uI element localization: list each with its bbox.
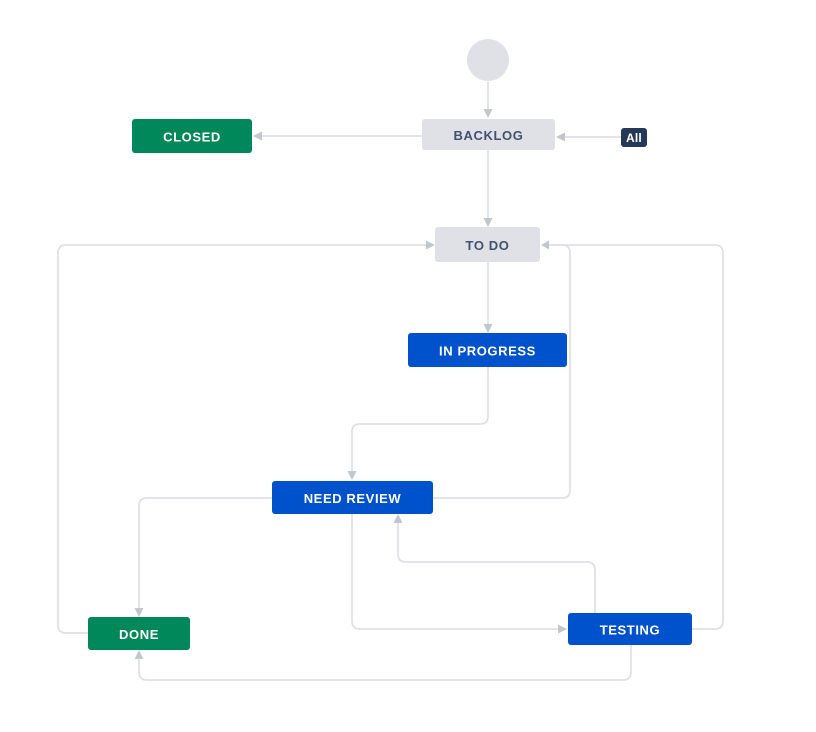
- badge-all-shape: [621, 128, 647, 147]
- transition-needreview-to-todo: [433, 244, 571, 499]
- transition-needreview-to-testing: [351, 514, 567, 634]
- node-closed-label: CLOSED: [163, 130, 221, 145]
- node-backlog-label: BACKLOG: [454, 128, 524, 143]
- node-needreview-shape: [272, 481, 433, 514]
- node-start[interactable]: [467, 39, 509, 81]
- transition-inprogress-to-needreview: [347, 367, 489, 480]
- arrow-right-icon: [426, 240, 435, 250]
- node-todo-shape: [435, 227, 540, 262]
- node-todo-label: TO DO: [466, 238, 510, 253]
- transition-testing-to-done: [134, 645, 632, 681]
- transition-backlog-to-todo: [483, 150, 493, 227]
- arrow-up-icon: [134, 650, 144, 659]
- start-circle-icon: [467, 39, 509, 81]
- transition-start-to-backlog: [483, 82, 493, 118]
- node-backlog[interactable]: BACKLOG: [422, 119, 555, 150]
- edge-line: [397, 523, 596, 613]
- edge-line: [57, 244, 426, 634]
- edge-line: [138, 497, 272, 608]
- arrow-down-icon: [134, 608, 144, 617]
- edge-line: [549, 244, 724, 630]
- transition-done-to-todo: [57, 240, 435, 634]
- edge-line: [433, 244, 571, 499]
- transition-needreview-to-done: [134, 497, 272, 617]
- node-todo[interactable]: TO DO: [435, 227, 540, 262]
- edge-line: [138, 645, 632, 681]
- arrow-left-icon: [541, 240, 549, 250]
- node-testing-shape: [568, 613, 692, 645]
- arrow-left-icon: [253, 131, 262, 141]
- transition-todo-to-inprogress: [483, 262, 493, 333]
- transition-testing-to-todo: [541, 240, 724, 630]
- node-testing[interactable]: TESTING: [568, 613, 692, 645]
- node-needreview-label: NEED REVIEW: [304, 491, 402, 506]
- edge-line: [351, 514, 558, 630]
- edge-line: [351, 367, 489, 471]
- node-inprogress-label: IN PROGRESS: [439, 344, 536, 359]
- badge-all-label: All: [626, 131, 642, 145]
- arrow-down-icon: [483, 109, 493, 118]
- arrow-right-icon: [558, 624, 567, 634]
- transition-testing-to-needreview: [393, 514, 596, 613]
- arrow-down-icon: [483, 218, 493, 227]
- node-closed[interactable]: CLOSED: [132, 119, 252, 153]
- node-backlog-shape: [422, 119, 555, 150]
- node-inprogress[interactable]: IN PROGRESS: [408, 333, 567, 367]
- node-done-label: DONE: [119, 627, 159, 642]
- node-needreview[interactable]: NEED REVIEW: [272, 481, 433, 514]
- badge-all-transition[interactable]: All: [621, 128, 647, 147]
- node-done[interactable]: DONE: [88, 617, 190, 650]
- node-done-shape: [88, 617, 190, 650]
- arrow-down-icon: [483, 324, 493, 333]
- node-inprogress-shape: [408, 333, 567, 367]
- arrow-left-icon: [556, 132, 565, 142]
- node-testing-label: TESTING: [600, 623, 661, 638]
- transition-backlog-to-closed: [253, 131, 422, 141]
- arrow-down-icon: [347, 471, 357, 480]
- transition-all-to-backlog: [556, 132, 621, 142]
- arrow-up-icon: [393, 514, 403, 523]
- node-closed-shape: [132, 119, 252, 153]
